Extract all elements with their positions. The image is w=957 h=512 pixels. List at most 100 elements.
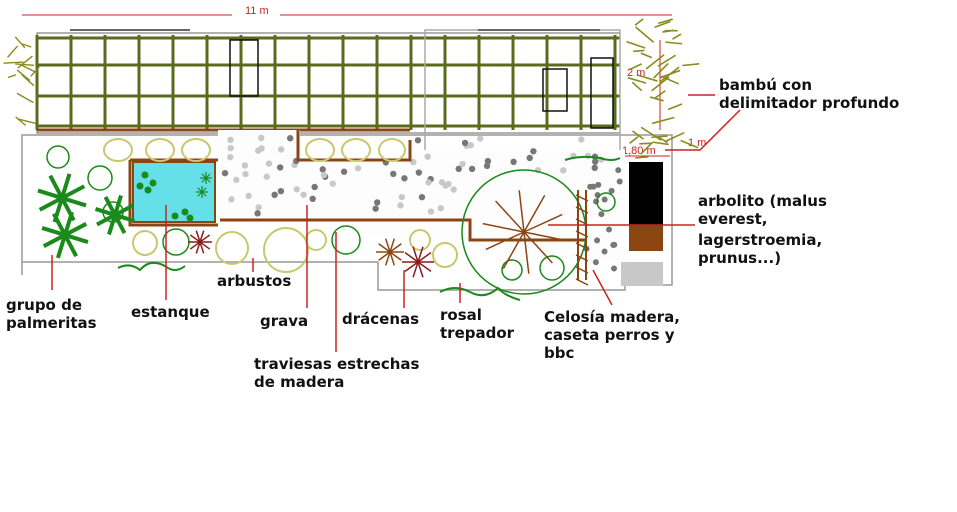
bamboo-strand [16, 92, 34, 104]
lattice-slat [575, 242, 589, 250]
gravel-stone [271, 191, 278, 199]
bamboo-strand [662, 29, 674, 33]
gravel-stone [455, 165, 462, 173]
gravel-stone [227, 136, 234, 144]
shrub [305, 138, 335, 162]
shrub [501, 259, 523, 281]
climbing-rose [117, 155, 621, 301]
bamboo-strand [17, 55, 33, 69]
gravel-stone [401, 175, 408, 182]
rose-label-2: trepador [440, 324, 515, 342]
tree-branch [518, 190, 525, 233]
gravel-stone [309, 195, 316, 203]
gravel-dots [221, 134, 623, 272]
lattice-label-3: bbc [544, 344, 574, 362]
gravel-stone [245, 192, 252, 200]
palm [38, 184, 86, 212]
bamboo-strand [628, 63, 643, 71]
shrub [596, 192, 616, 212]
bamboo-strand [651, 116, 675, 125]
lattice-slat [575, 254, 589, 262]
lattice-slat [575, 218, 589, 226]
gravel-stone [258, 145, 265, 152]
tree-label-4: prunus...) [698, 249, 781, 267]
water-plant [197, 187, 207, 197]
gravel-stone [483, 162, 491, 170]
bamboo-strand [664, 131, 685, 143]
gravel-stone [592, 259, 599, 266]
bamboo-strand [658, 18, 673, 25]
gravel-stone [442, 182, 449, 189]
gravel-stone [293, 186, 300, 193]
lattice-label-2: caseta perros y [544, 326, 675, 344]
bamboo-strand [649, 96, 664, 102]
palms-label-2: palmeritas [6, 314, 97, 332]
water-plant [201, 173, 211, 183]
gravel-stone [467, 141, 475, 149]
bamboo-strand [3, 61, 24, 64]
bamboo-strand [14, 36, 26, 49]
bamboo-strand [633, 49, 645, 53]
dracaena [404, 251, 432, 273]
wood-box [629, 225, 663, 251]
water-plant [181, 208, 189, 216]
gravel-stone [354, 165, 362, 172]
water-plant [141, 171, 149, 179]
gravel-stone [606, 226, 613, 233]
bamboo-strand [634, 18, 644, 26]
rose-stem [117, 261, 186, 272]
bamboo-strand [635, 156, 649, 159]
bamboo-strand [15, 63, 35, 67]
gravel-stone [530, 148, 537, 155]
tree-branch [482, 222, 525, 233]
gravel-stone [526, 154, 533, 162]
gravel-stone [450, 186, 457, 193]
gravel-stone [578, 136, 585, 143]
bamboo-strand [18, 118, 36, 125]
rose-stem [564, 155, 621, 161]
bamboo-strand [657, 54, 676, 67]
gravel-stone [263, 173, 270, 180]
tree-branch [485, 231, 525, 251]
bamboo-label-1: bambú con [719, 76, 812, 94]
lattice-slat [575, 266, 589, 274]
tree-branch [523, 231, 553, 264]
gravel-stone [615, 167, 622, 174]
tree-branch [523, 195, 546, 233]
bamboo-strand [667, 103, 683, 111]
shrub [305, 229, 327, 251]
bamboo-strand [627, 76, 647, 84]
gravel-stone [611, 265, 618, 272]
annotation-lines [51, 94, 741, 352]
gravel-stone [276, 164, 284, 171]
bamboo-strand [626, 40, 646, 49]
furniture-block [229, 39, 259, 97]
gravel-stone [611, 241, 618, 248]
bamboo-label-2: delimitador profundo [719, 94, 899, 112]
gravel-stone [277, 146, 285, 153]
bbq [621, 262, 663, 286]
gravel-stone [608, 187, 615, 194]
bamboo-strand [652, 141, 669, 146]
bamboo-strand [21, 74, 35, 87]
gravel-stone [591, 164, 598, 172]
width-dimension-label: 11 m [245, 5, 269, 17]
shrub [132, 230, 158, 256]
gravel-stone [372, 205, 379, 212]
shrub [87, 165, 113, 191]
gravel-stone [477, 135, 484, 142]
water-plant [144, 186, 152, 194]
gravel-stone [510, 158, 517, 166]
bamboo-strand [30, 66, 40, 77]
small-width-label: 1,80 m [622, 145, 656, 157]
shrub [432, 242, 458, 268]
bamboo-strand [629, 135, 639, 144]
lattice-slat [575, 206, 589, 214]
shrub [145, 138, 175, 162]
bamboo-strand [645, 54, 665, 70]
gravel-stone [484, 157, 492, 165]
bamboo-strand [7, 45, 19, 58]
pond-plants [136, 171, 212, 222]
tree-branch [523, 213, 563, 233]
